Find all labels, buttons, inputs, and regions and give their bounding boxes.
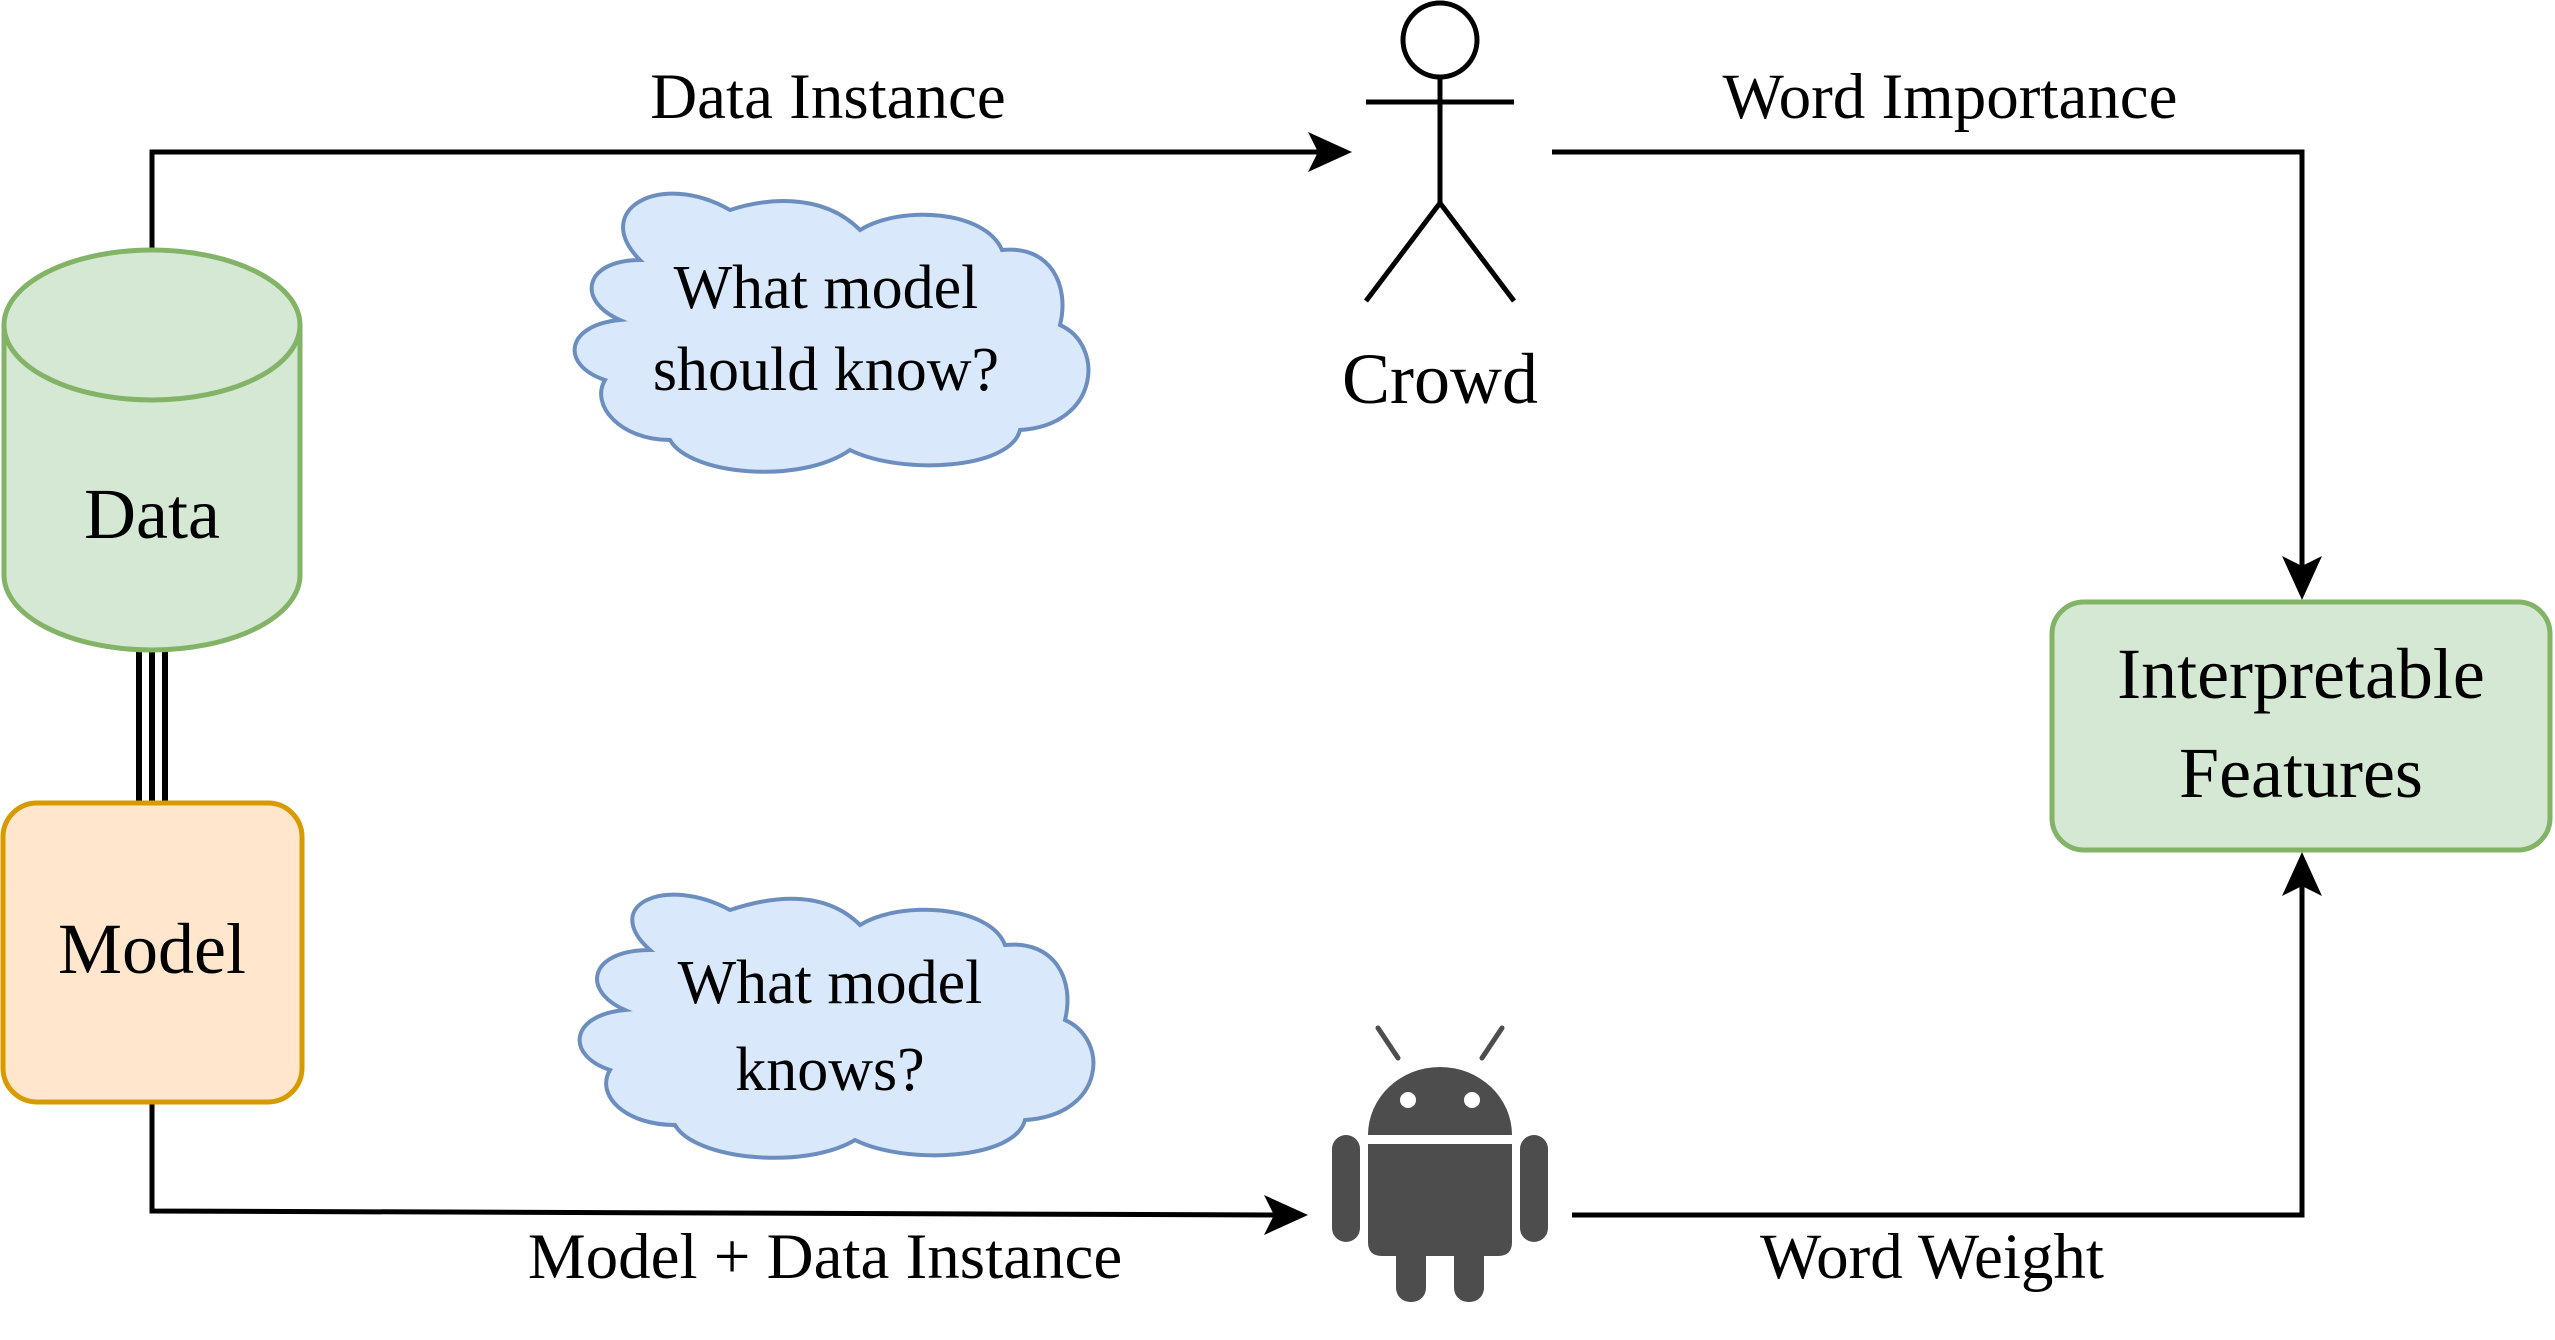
cloud-what-model-knows: What model knows? xyxy=(577,892,1096,1160)
edge-label-word-importance: Word Importance xyxy=(1723,61,2178,133)
cloud-bottom-line1: What model xyxy=(678,949,983,1017)
cloud-top-line2: should know? xyxy=(653,336,999,404)
interpretable-features-box: Interpretable Features xyxy=(2049,599,2553,853)
cloud-what-model-should-know: What model should know? xyxy=(572,191,1091,474)
model-label: Model xyxy=(58,909,246,989)
data-label: Data xyxy=(84,474,220,554)
stick-figure-icon: Crowd xyxy=(1342,0,1538,419)
edge-label-data-instance: Data Instance xyxy=(650,61,1006,133)
crowd-label: Crowd xyxy=(1342,339,1538,419)
edge-data-to-crowd: Data Instance xyxy=(149,61,1352,252)
edge-label-model-data-instance: Model + Data Instance xyxy=(528,1221,1122,1293)
edge-robot-to-features: Word Weight xyxy=(1572,852,2322,1293)
cloud-bottom-line2: knows? xyxy=(735,1036,924,1104)
features-label-line1: Interpretable xyxy=(2117,634,2485,714)
edge-label-word-weight: Word Weight xyxy=(1760,1221,2104,1293)
edge-model-to-robot: Model + Data Instance xyxy=(149,1102,1308,1293)
model-box: Model xyxy=(0,800,305,1105)
data-model-link xyxy=(136,652,168,802)
data-cylinder: Data xyxy=(1,247,303,653)
cloud-top-line1: What model xyxy=(674,254,979,322)
android-robot-icon xyxy=(1332,1025,1548,1302)
features-label-line2: Features xyxy=(2179,733,2423,813)
edge-crowd-to-features: Word Importance xyxy=(1552,61,2322,600)
